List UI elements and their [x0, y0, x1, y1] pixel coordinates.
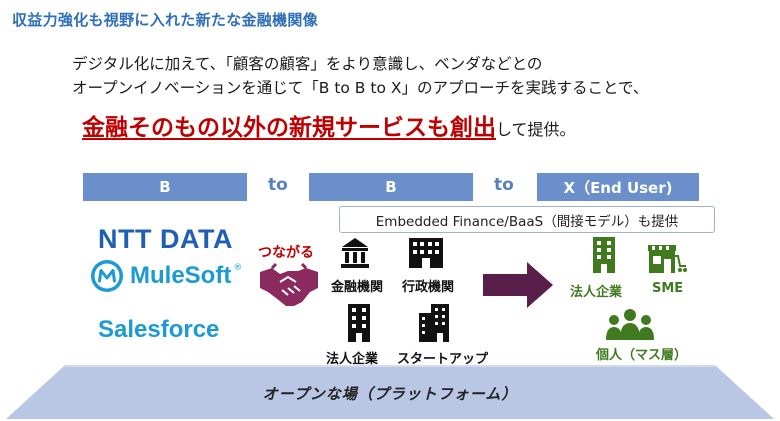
end-user-label-sme: SME [652, 281, 684, 296]
flow-bar-b2: B [309, 173, 473, 201]
highlight-text: 金融そのもの以外の新規サービスも創出 [82, 115, 496, 141]
salesforce-logo: Salesforce [98, 316, 220, 343]
people-icon [606, 309, 654, 340]
shop-icon [648, 245, 687, 273]
platform-label: オープンな場（プラットフォーム） [262, 385, 518, 403]
trademark-mark: ® [233, 263, 243, 273]
ntt-data-logo: NTT DATA [98, 224, 233, 254]
intro-line-2: オープンイノベーションを通じて「B to B to X」のアプローチを実践するこ… [72, 79, 649, 97]
intro-line-1: デジタル化に加えて、「顧客の顧客」をより意識し、ベンダなどとの [72, 55, 543, 73]
connect-label: つながる [258, 245, 314, 261]
mulesoft-logo: MuleSoft® [90, 259, 242, 293]
middle-label-government: 行政機関 [402, 280, 455, 295]
middle-label-finance: 金融機関 [331, 280, 384, 295]
startup-building-icon [419, 304, 449, 342]
open-platform-base [6, 365, 774, 419]
end-user-label-individual: 個人（マス層） [596, 348, 688, 363]
end-user-label-corporate: 法人企業 [570, 285, 623, 300]
flow-bar-x: X（End User) [537, 173, 699, 201]
government-building-icon [409, 238, 443, 268]
flow-bar-b1: B [83, 173, 247, 201]
intro-text: デジタル化に加えて、「顧客の顧客」をより意識し、ベンダなどとの オープンイノベー… [72, 52, 712, 100]
corporate-building-icon [593, 237, 615, 273]
mulesoft-mark-icon [91, 260, 123, 292]
middle-label-corporate: 法人企業 [326, 352, 379, 367]
flow-to-2: to [494, 175, 514, 195]
bank-icon [341, 238, 369, 268]
page-title: 収益力強化も視野に入れた新たな金融機関像 [12, 11, 319, 29]
highlight-tail: して提供。 [496, 120, 576, 139]
right-arrow-icon [483, 262, 553, 308]
handshake-icon [260, 262, 318, 306]
mulesoft-wordmark: MuleSoft [130, 262, 232, 289]
flow-to-1: to [268, 175, 288, 195]
embedded-finance-note: Embedded Finance/BaaS（間接モデル）も提供 [339, 206, 715, 233]
office-building-icon [348, 304, 370, 342]
middle-label-startup: スタートアップ [397, 352, 489, 367]
highlight-line: 金融そのもの以外の新規サービスも創出して提供。 [82, 108, 576, 142]
